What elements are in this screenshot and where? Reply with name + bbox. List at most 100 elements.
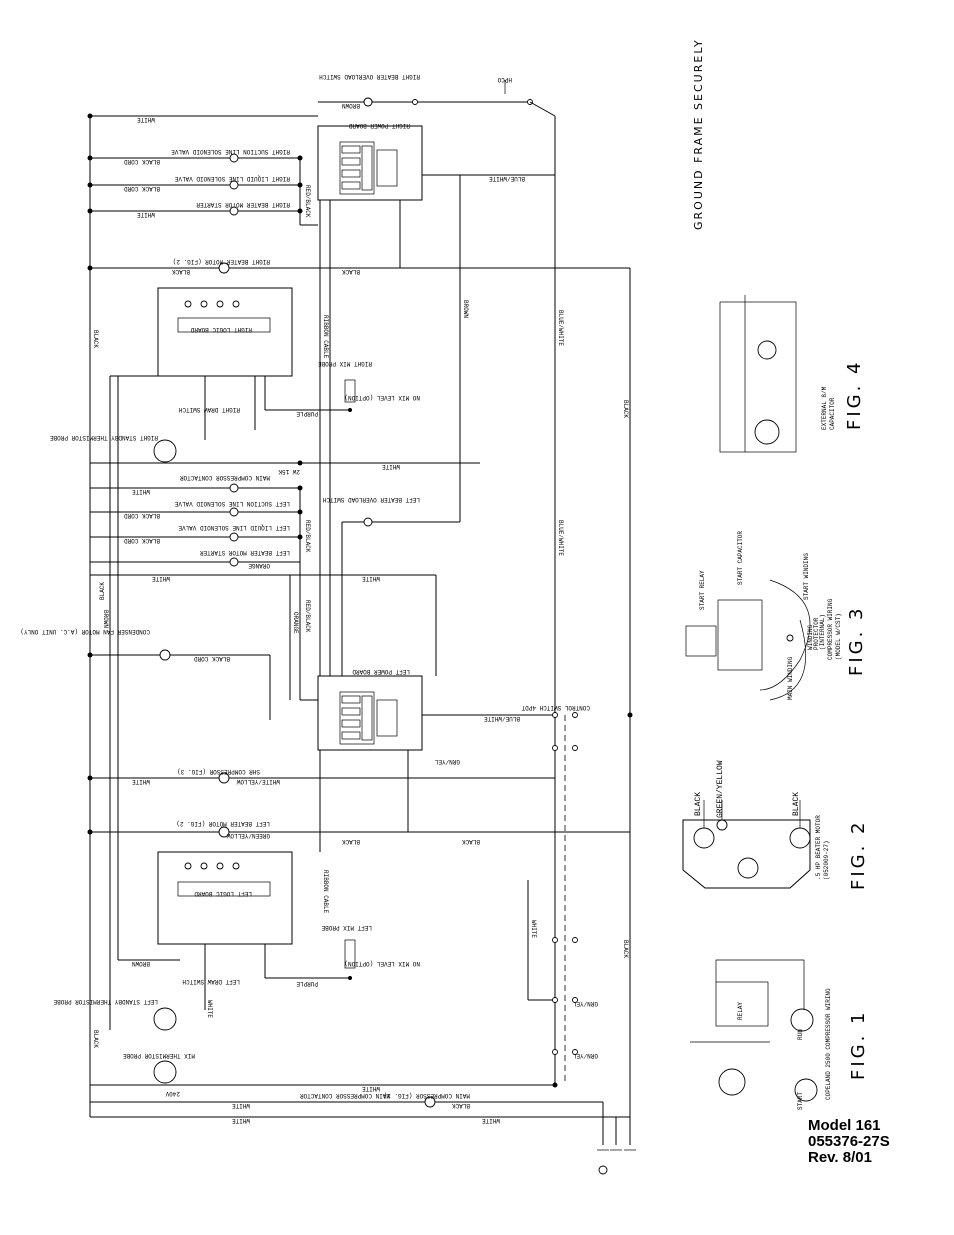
label-grn-yel-3: GRN/YEL <box>572 1052 598 1059</box>
label-left-beater-motor: LEFT BEATER MOTOR (FIG. 2) <box>176 820 270 827</box>
fig2-label: FIG. 2 <box>848 819 869 890</box>
label-left-mix-probe: LEFT MIX PROBE <box>321 924 372 931</box>
label-ribbon-1: RIBBON CABLE <box>322 315 329 359</box>
label-ribbon-2: RIBBON CABLE <box>322 870 329 914</box>
fig4-caption: EXTERNAL 8/M <box>821 386 828 430</box>
control-switch-contacts <box>552 712 578 1055</box>
fig3-caption: COMPRESSOR WIRING <box>827 598 834 660</box>
right-power-board <box>317 125 423 201</box>
model-info: Model 161 055376-27S Rev. 8/01 <box>808 1118 938 1166</box>
label-right-standby: RIGHT STANDBY THERMISTOR PROBE <box>50 434 158 441</box>
label-white-yellow: WHITE/YELLOW <box>236 778 280 785</box>
fig2-partno: (052009-27) <box>823 840 830 880</box>
label-black-vert-4: BLACK <box>99 582 106 600</box>
label-black-vert-3: BLACK <box>622 400 629 418</box>
fig1-label: FIG. 1 <box>848 1009 869 1080</box>
label-blue-white-vert: BLUE/WHITE <box>557 310 564 346</box>
label-white-11: WHITE <box>482 1117 500 1124</box>
revision: Rev. 8/01 <box>808 1149 872 1166</box>
label-hpco: HPCO <box>497 76 512 83</box>
label-white-2: WHITE <box>137 211 155 218</box>
label-white-8: WHITE <box>362 1085 380 1092</box>
fig2-diagram <box>682 800 811 889</box>
label-white-vert: WHITE <box>530 920 537 938</box>
label-black-cord-1: BLACK CORD <box>124 158 160 165</box>
label-white-9: WHITE <box>232 1102 250 1109</box>
fig3-start-wind: START WINDING <box>803 553 810 600</box>
label-right-overload: RIGHT BEATER OVERLOAD SWITCH <box>319 73 420 80</box>
label-black-5: BLACK <box>452 1102 470 1109</box>
fig3-start-cap: START CAPACITOR <box>737 531 744 585</box>
label-green-yellow: GREEN/YELLOW <box>226 832 270 839</box>
label-grn-yel-2: GRN/YEL <box>572 1000 598 1007</box>
label-right-suction: RIGHT SUCTION LINE SOLENOID VALVE <box>171 148 290 155</box>
main-bus-lines <box>89 115 631 1145</box>
label-condenser-fan: CONDENSER FAN MOTOR (A.C. UNIT ONLY) <box>20 628 150 635</box>
left-logic-board <box>157 851 293 945</box>
label-orange-vert: ORANGE <box>292 612 299 634</box>
label-white-vert-2: WHITE <box>206 1000 213 1018</box>
model-number: Model 161 <box>808 1117 881 1134</box>
label-main-compressor: MAIN COMPRESSOR (FIG. 1) <box>384 1092 470 1099</box>
label-brown-vert-2: BROWN <box>102 610 109 628</box>
fig3-diagram <box>685 579 811 701</box>
ground-frame-note: GROUND FRAME SECURELY <box>692 38 705 230</box>
label-main-contactor-2: MAIN COMPRESSOR CONTACTOR <box>300 1092 390 1099</box>
ground-terminals <box>597 1149 636 1175</box>
circuit-rows <box>90 157 630 1086</box>
label-black-2: BLACK <box>172 268 190 275</box>
label-black-cord-2: BLACK CORD <box>124 185 160 192</box>
label-right-beater-starter: RIGHT BEATER MOTOR STARTER <box>196 201 290 208</box>
fig2-greenyellow: GREEN/YELLOW <box>716 760 725 818</box>
fig3-start-relay: START RELAY <box>699 570 706 610</box>
label-red-black-2: RED/BLACK <box>304 520 311 553</box>
label-resistor: 2W 15K <box>278 468 300 475</box>
label-red-black-3: RED/BLACK <box>304 600 311 633</box>
fig3-protector: PROTECTOR <box>813 617 820 650</box>
label-blue-white-2: BLUE/WHITE <box>484 715 520 722</box>
label-left-suction: LEFT SUCTION LINE SOLENOID VALVE <box>174 500 290 507</box>
label-brown-2: BROWN <box>132 960 150 967</box>
label-white-6: WHITE <box>362 575 380 582</box>
label-blue-white-1: BLUE/WHITE <box>489 175 525 182</box>
label-black-cord-3: BLACK CORD <box>124 512 160 519</box>
label-right-liquid: RIGHT LIQUID LINE SOLENOID VALVE <box>174 175 290 182</box>
label-black-cord-5: BLACK CORD <box>194 655 230 662</box>
label-black-vert-1: BLACK <box>92 330 99 348</box>
label-orange: ORANGE <box>248 562 270 569</box>
label-left-draw: LEFT DRAW SWITCH <box>182 978 240 985</box>
label-red-black-1: RED/BLACK <box>304 185 311 218</box>
label-shr-compressor: SHR COMPRESSOR (FIG. 3) <box>177 768 260 775</box>
label-right-power-board: RIGHT POWER BOARD <box>348 122 410 129</box>
part-number: 055376-27S <box>808 1133 890 1150</box>
fig3-caption2: (MODEL W/CST) <box>835 613 842 660</box>
fig3-label: FIG. 3 <box>846 605 867 676</box>
label-left-power-board: LEFT POWER BOARD <box>352 668 410 675</box>
label-grn-yel-1: GRN/YEL <box>434 758 460 765</box>
label-left-beater-starter: LEFT BEATER MOTOR STARTER <box>200 549 290 556</box>
junction-dots <box>87 113 633 1088</box>
label-left-liquid: LEFT LIQUID LINE SOLENOID VALVE <box>178 524 290 531</box>
fig3-main-wind: MAIN WINDING <box>787 656 794 700</box>
fig2-black-2: BLACK <box>792 792 801 816</box>
label-white-3: WHITE <box>382 463 400 470</box>
fig1-run: RUN <box>797 1029 804 1040</box>
label-white-7: WHITE <box>132 778 150 785</box>
label-right-mix-probe: RIGHT MIX PROBE <box>318 360 372 367</box>
fig3-winding: WINDING <box>807 624 814 650</box>
label-black-1: BLACK <box>342 268 360 275</box>
fig4-label: FIG. 4 <box>844 359 865 430</box>
hpco-line <box>318 80 556 117</box>
fig2-black-1: BLACK <box>694 792 703 816</box>
label-white-5: WHITE <box>152 575 170 582</box>
fig4-caption2: CAPACITOR <box>829 397 836 430</box>
rotated-labels: WHITE BLACK CORD BLACK CORD WHITE RIGHT … <box>20 73 598 1124</box>
label-left-standby: LEFT STANDBY THERMISTOR PROBE <box>53 998 158 1005</box>
label-right-logic: RIGHT LOGIC BOARD <box>190 326 252 333</box>
label-brown-top: BROWN <box>342 102 360 109</box>
label-purple-1: PURPLE <box>296 410 318 417</box>
label-no-mix-1: NO MIX LEVEL (OPTION) <box>344 394 420 401</box>
right-logic-board <box>157 287 293 377</box>
label-left-logic: LEFT LOGIC BOARD <box>194 890 252 897</box>
